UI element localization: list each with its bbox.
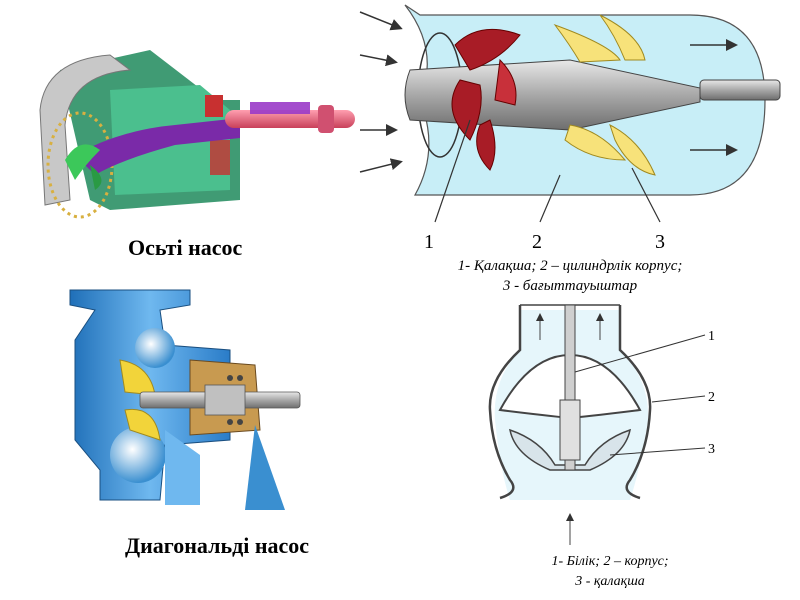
axial-caption-line2: 3 - бағыттауыштар xyxy=(502,278,638,294)
diagonal-pump-title: Диагональді насос xyxy=(125,533,310,558)
diagonal-caption-line2: 3 - қалақша xyxy=(575,574,645,589)
diagonal-number-2: 2 xyxy=(708,390,715,405)
diagonal-pump-illustration xyxy=(69,289,301,510)
axial-number-1: 1 xyxy=(424,231,434,253)
axial-pump-title: Осьті насос xyxy=(128,235,243,260)
diagonal-pump-schematic: 1 2 3 xyxy=(488,304,715,545)
axial-caption-line1: 1- Қалақша; 2 – цилиндрлік корпус; xyxy=(457,258,683,274)
diagonal-number-1: 1 xyxy=(708,329,715,344)
diagonal-caption: 1- Білік; 2 – корпус; 3 - қалақша xyxy=(510,552,710,592)
axial-number-2: 2 xyxy=(532,231,542,253)
axial-pump-illustration xyxy=(30,30,355,220)
diagonal-number-3: 3 xyxy=(708,442,715,457)
axial-caption: 1- Қалақша; 2 – цилиндрлік корпус; 3 - б… xyxy=(420,256,720,296)
axial-pump-schematic: 1 2 3 xyxy=(359,4,781,253)
diagonal-caption-line1: 1- Білік; 2 – корпус; xyxy=(551,554,669,569)
axial-number-3: 3 xyxy=(655,231,665,253)
